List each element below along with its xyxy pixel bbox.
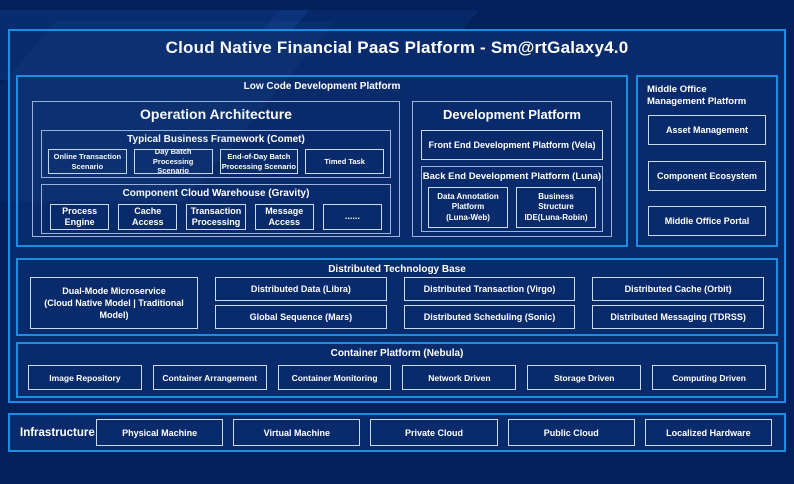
node-row: Dual-Mode Microservice (Cloud Native Mod… (30, 277, 765, 329)
group-label: Back End Development Platform (Luna) (422, 171, 602, 182)
section-development-platform: Development Platform Front End Developme… (412, 101, 612, 237)
node-distributed-messaging-tdrss: Distributed Messaging (TDRSS) (592, 305, 765, 329)
node-distributed-cache-orbit: Distributed Cache (Orbit) (592, 277, 765, 301)
section-low-code-development-platform: Low Code Development Platform Operation … (16, 75, 628, 247)
node-business-structure-ide-luna-robin: Business Structure IDE(Luna-Robin) (516, 187, 596, 228)
node-column: Distributed Data (Libra) Global Sequence… (215, 277, 387, 329)
node-row: Physical Machine Virtual Machine Private… (96, 419, 784, 446)
node-virtual-machine: Virtual Machine (233, 419, 361, 446)
node-container-monitoring: Container Monitoring (277, 365, 392, 390)
node-row: Data Annotation Platform (Luna-Web) Busi… (428, 187, 596, 228)
node-dual-mode-microservice: Dual-Mode Microservice (Cloud Native Mod… (30, 277, 198, 329)
subsection-title: Operation Architecture (140, 106, 292, 122)
page-title: Cloud Native Financial PaaS Platform - S… (165, 38, 629, 57)
node-cache-access: Cache Access (118, 204, 178, 230)
node-public-cloud: Public Cloud (507, 419, 635, 446)
node-data-annotation-platform-luna-web: Data Annotation Platform (Luna-Web) (428, 187, 508, 228)
node-ellipsis: ...... (322, 204, 383, 230)
node-row: Process Engine Cache Access Transaction … (50, 204, 383, 230)
group-label: Component Cloud Warehouse (Gravity) (122, 188, 310, 199)
node-distributed-data-libra: Distributed Data (Libra) (215, 277, 387, 301)
node-online-transaction-scenario: Online Transaction Scenario (48, 149, 127, 174)
node-network-driven: Network Driven (402, 365, 517, 390)
node-distributed-scheduling-sonic: Distributed Scheduling (Sonic) (403, 305, 576, 329)
group-label: Typical Business Framework (Comet) (127, 134, 305, 145)
section-operation-architecture: Operation Architecture Typical Business … (32, 101, 400, 237)
group-component-cloud-warehouse: Component Cloud Warehouse (Gravity) Proc… (41, 184, 391, 234)
section-label: Low Code Development Platform (243, 81, 401, 92)
node-private-cloud: Private Cloud (370, 419, 498, 446)
group-typical-business-framework: Typical Business Framework (Comet) Onlin… (41, 130, 391, 178)
section-label: Container Platform (Nebula) (330, 348, 464, 359)
node-row: Online Transaction Scenario Day Batch Pr… (48, 147, 384, 175)
section-middle-office-management-platform: Middle Office Management Platform Asset … (636, 75, 778, 247)
node-end-of-day-batch-processing-scenario: End-of-Day Batch Processing Scenario (219, 149, 299, 174)
node-global-sequence-mars: Global Sequence (Mars) (215, 305, 387, 329)
node-image-repository: Image Repository (28, 365, 142, 390)
node-computing-driven: Computing Driven (652, 365, 766, 390)
section-distributed-technology-base: Distributed Technology Base Dual-Mode Mi… (16, 258, 778, 336)
node-day-batch-processing-scenario: Day Batch Processing Scenario (133, 147, 213, 175)
main-frame: Cloud Native Financial PaaS Platform - S… (8, 29, 786, 403)
node-process-engine: Process Engine (50, 204, 110, 230)
node-timed-task: Timed Task (305, 149, 384, 174)
section-label: Infrastructure (20, 426, 95, 439)
section-infrastructure: Infrastructure Physical Machine Virtual … (8, 413, 786, 452)
node-transaction-processing: Transaction Processing (186, 204, 246, 230)
node-column: Asset Management Component Ecosystem Mid… (648, 115, 766, 236)
node-front-end-development-platform-vela: Front End Development Platform (Vela) (421, 130, 603, 160)
node-distributed-transaction-virgo: Distributed Transaction (Virgo) (403, 277, 576, 301)
node-localized-hardware: Localized Hardware (644, 419, 773, 446)
node-row: Image Repository Container Arrangement C… (28, 365, 766, 390)
section-label: Middle Office Management Platform (647, 84, 747, 108)
node-component-ecosystem: Component Ecosystem (648, 160, 766, 191)
group-back-end-development-platform-luna: Back End Development Platform (Luna) Dat… (421, 166, 603, 232)
node-column: Distributed Transaction (Virgo) Distribu… (403, 277, 576, 329)
node-asset-management: Asset Management (648, 115, 766, 145)
node-storage-driven: Storage Driven (527, 365, 642, 390)
subsection-title: Development Platform (443, 107, 581, 122)
node-middle-office-portal: Middle Office Portal (648, 206, 766, 236)
section-container-platform-nebula: Container Platform (Nebula) Image Reposi… (16, 342, 778, 398)
section-label: Distributed Technology Base (328, 264, 466, 275)
node-column: Distributed Cache (Orbit) Distributed Me… (592, 277, 765, 329)
node-physical-machine: Physical Machine (96, 419, 224, 446)
node-container-arrangement: Container Arrangement (152, 365, 267, 390)
node-message-access: Message Access (254, 204, 314, 230)
